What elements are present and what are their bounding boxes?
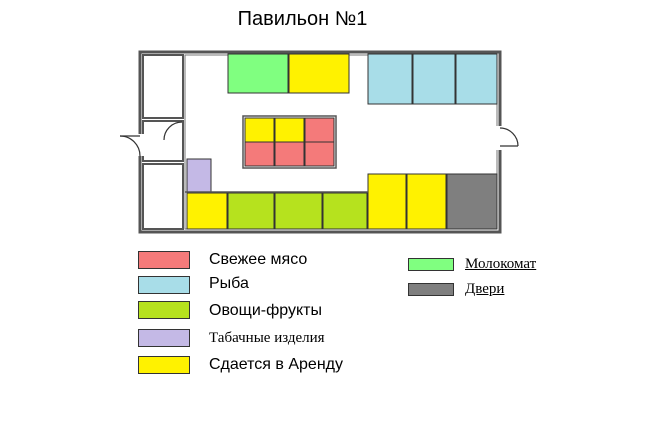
pavilion-title: Павильон №1 — [237, 8, 368, 30]
legend-label-meat: Свежее мясо — [209, 251, 308, 268]
stall-fish-3 — [455, 53, 498, 105]
stall-milk-top — [227, 53, 289, 94]
stall-tobacco — [186, 158, 212, 193]
legend-label-fish: Рыба — [209, 275, 249, 292]
left-door-gap — [137, 134, 145, 156]
island-frame — [242, 115, 337, 169]
legend-swatch-milk — [408, 258, 454, 271]
island-meat-4 — [304, 141, 335, 167]
utility-room-bottom — [142, 163, 184, 230]
island-meat-1 — [304, 117, 335, 143]
stall-vegetables-1 — [227, 192, 275, 230]
island-meat-2 — [244, 141, 275, 167]
legend-swatch-doors — [408, 283, 454, 296]
legend-swatch-meat — [138, 251, 190, 269]
right-door-gap — [496, 126, 504, 150]
stall-vegetables-2 — [274, 192, 323, 230]
stall-doors — [446, 173, 498, 230]
inner-door-swing-icon — [163, 121, 183, 141]
legend-label-rent: Сдается в Аренду — [209, 356, 343, 373]
stall-fish-2 — [412, 53, 456, 105]
stall-rent-bottom-2 — [406, 173, 447, 230]
legend-label-tobacco: Табачные изделия — [209, 330, 325, 346]
stall-rent-bottom-1 — [367, 173, 407, 230]
stall-rent-bottom-left — [186, 192, 228, 230]
stall-rent-top — [288, 53, 350, 94]
legend-swatch-rent — [138, 356, 190, 374]
stall-fish-1 — [367, 53, 413, 105]
legend-swatch-vegetables — [138, 301, 190, 319]
legend-label-vegetables: Овощи-фрукты — [209, 302, 322, 319]
utility-room-top — [142, 54, 184, 119]
island-rent-1 — [244, 117, 275, 143]
legend-swatch-fish — [138, 276, 190, 294]
island-rent-2 — [274, 117, 305, 143]
island-meat-3 — [274, 141, 305, 167]
legend-label-doors: Двери — [465, 281, 505, 297]
stall-vegetables-3 — [322, 192, 368, 230]
legend-swatch-tobacco — [138, 329, 190, 347]
legend-label-milk: Молокомат — [465, 256, 537, 272]
utility-room-middle — [142, 120, 184, 162]
right-door-swing-icon — [499, 127, 519, 147]
